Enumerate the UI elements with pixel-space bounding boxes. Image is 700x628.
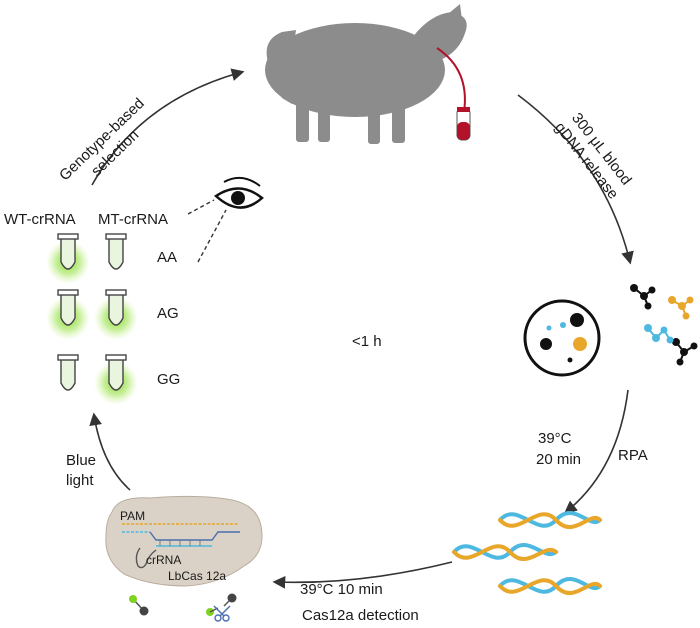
scissors-icon xyxy=(213,605,231,622)
detection-condition-label: 39°C 10 min xyxy=(300,581,383,598)
genotype-ag-label: AG xyxy=(157,305,179,322)
tube-mt-ag xyxy=(105,289,127,326)
tube-row-aa: AA xyxy=(46,233,177,284)
blood-tube-icon xyxy=(456,107,471,141)
arrow-selection-to-sheep xyxy=(91,68,245,186)
blood-line xyxy=(436,47,466,113)
blue-light-label-line2: light xyxy=(66,472,94,489)
tube-row-gg: GG xyxy=(57,354,180,405)
arrow-extract-to-dna xyxy=(564,389,629,514)
tube-wt-gg xyxy=(57,354,79,391)
cas12a-detection-label: Cas12a detection xyxy=(302,607,419,624)
tube-wt-ag xyxy=(57,289,79,326)
dna-helix-icons xyxy=(452,511,602,595)
tube-row-ag: AG xyxy=(46,289,179,340)
intact-reporter-icon xyxy=(129,595,149,616)
cas12a-complex-icon: PAM crRNA LbCas 12a xyxy=(105,495,263,587)
total-time-label: <1 h xyxy=(352,333,382,350)
tube-wt-aa xyxy=(57,233,79,270)
crrna-label: crRNA xyxy=(146,553,181,567)
dna-fragment-molecules xyxy=(630,284,698,366)
eye-icon xyxy=(213,176,264,209)
sheep-icon xyxy=(265,4,467,144)
rpa-label: RPA xyxy=(618,447,648,464)
sight-line-bottom xyxy=(197,209,227,263)
arrow-dna-to-cas xyxy=(272,561,453,589)
tube-mt-gg xyxy=(105,354,127,391)
arrow-sheep-to-extract xyxy=(517,94,634,265)
selection-label: Genotype-based selection xyxy=(56,95,148,184)
genotype-aa-label: AA xyxy=(157,249,177,266)
arrow-cas-to-tubes xyxy=(89,412,131,491)
cell-icon xyxy=(523,299,601,377)
cleaved-reporter-icon xyxy=(206,593,237,622)
rpa-temp-label: 39°C xyxy=(538,430,572,447)
blood-label: 300 μL blood gDNA release xyxy=(551,110,634,203)
tube-mt-aa xyxy=(105,233,127,270)
pam-label: PAM xyxy=(120,509,145,523)
sight-line-top xyxy=(187,199,215,215)
genotype-gg-label: GG xyxy=(157,371,180,388)
wt-crrna-header: WT-crRNA xyxy=(4,211,76,228)
rpa-time-label: 20 min xyxy=(536,451,581,468)
mt-crrna-header: MT-crRNA xyxy=(98,211,168,228)
lbcas12a-label: LbCas 12a xyxy=(168,569,226,583)
blue-light-label-line1: Blue xyxy=(66,452,96,469)
